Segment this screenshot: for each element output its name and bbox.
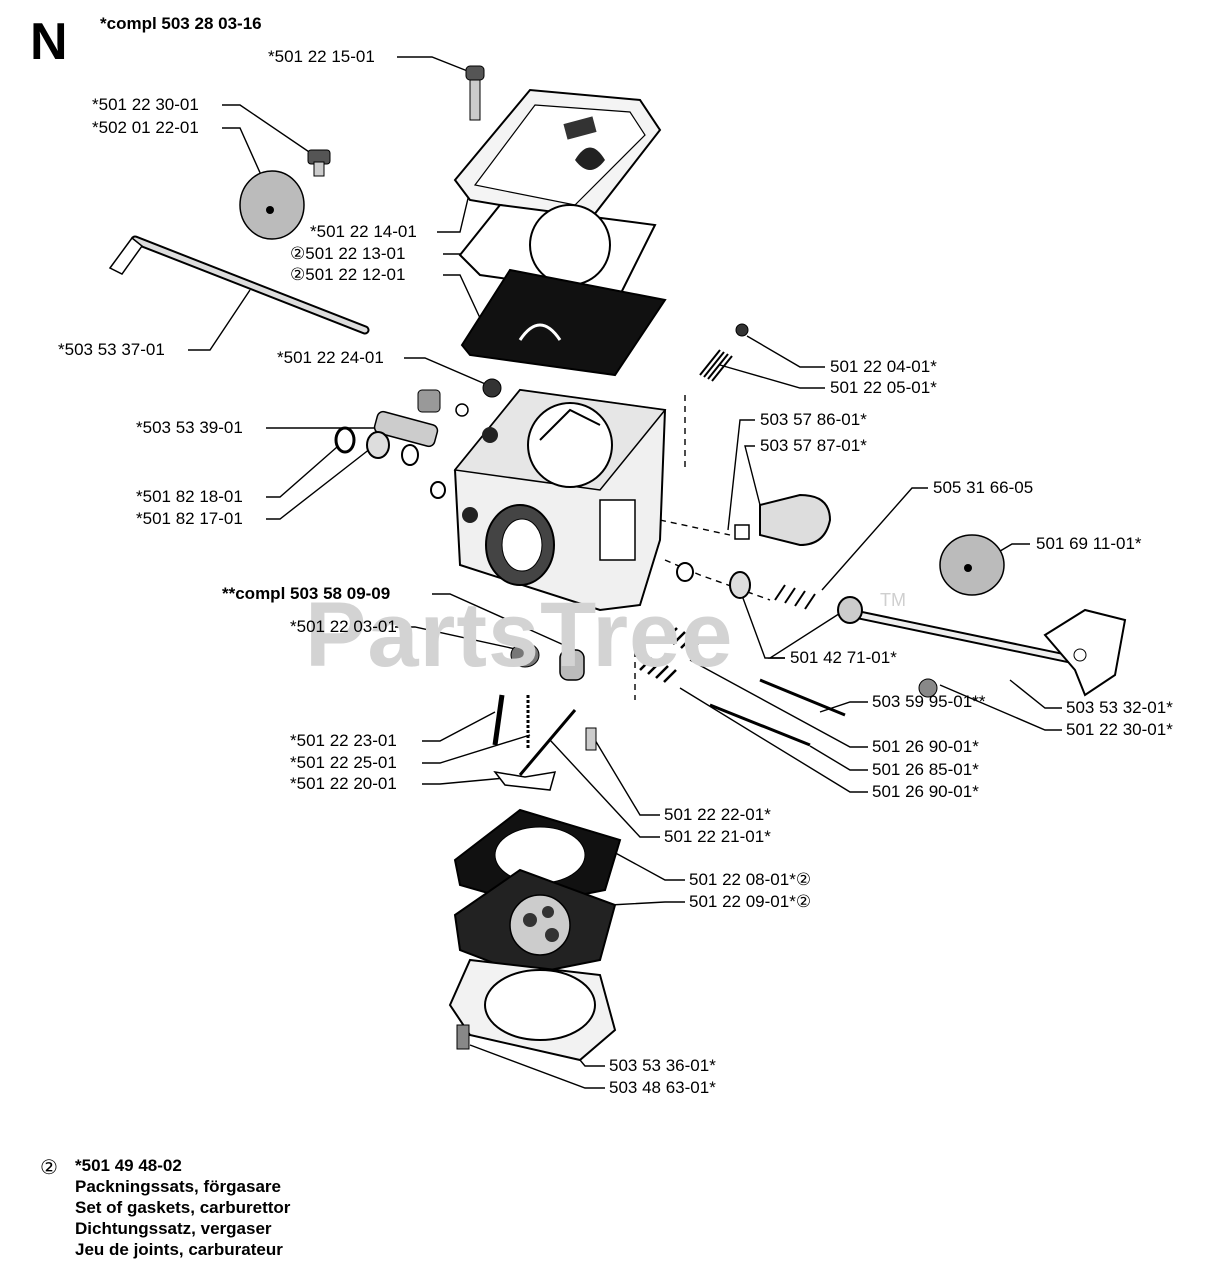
part-label[interactable]: *501 22 20-01 <box>290 774 397 793</box>
part-label[interactable]: 503 57 86-01* <box>760 410 867 429</box>
top-screw-icon <box>465 65 485 121</box>
part-label[interactable]: *501 22 24-01 <box>277 348 384 367</box>
footnote-part-number[interactable]: *501 49 48-02 <box>75 1156 182 1175</box>
part-label[interactable]: *501 22 30-01 <box>92 95 199 114</box>
part-label[interactable]: 501 26 85-01* <box>872 760 979 779</box>
footnote-text: *501 49 48-02 Packningssats, förgasare S… <box>75 1155 290 1260</box>
part-label[interactable]: 501 69 11-01* <box>1036 534 1142 553</box>
part-label[interactable]: *501 22 03-01 <box>290 617 397 636</box>
leader-lines <box>188 56 1062 1089</box>
washers-left <box>334 426 446 499</box>
part-label[interactable]: *501 22 25-01 <box>290 753 397 772</box>
part-label[interactable]: 501 22 05-01* <box>830 378 937 397</box>
part-label[interactable]: 503 59 95-01** <box>872 692 986 711</box>
part-label[interactable]: 503 48 63-01* <box>609 1078 716 1097</box>
carburetor-body <box>453 388 667 612</box>
needle-lever-pins <box>492 694 597 791</box>
part-label[interactable]: 501 22 30-01* <box>1066 720 1173 739</box>
footnote-line: Set of gaskets, carburettor <box>75 1198 291 1217</box>
pump-cover <box>448 958 617 1062</box>
part-label[interactable]: 505 31 66-05 <box>933 478 1034 497</box>
plug-and-screw <box>510 642 585 681</box>
inlet-fitting <box>373 410 439 448</box>
footnote-line: Dichtungssatz, vergaser <box>75 1219 272 1238</box>
footnote-line: Jeu de joints, carburateur <box>75 1240 283 1259</box>
section-letter: N <box>30 13 68 71</box>
throttle-plate-right <box>939 534 1005 596</box>
partstree-watermark: PartsTree <box>305 584 734 686</box>
diaphragm <box>460 268 667 377</box>
part-label[interactable]: *501 82 18-01 <box>136 487 243 506</box>
part-label[interactable]: **compl 503 58 09-09 <box>222 584 391 603</box>
assembly-title: *compl 503 28 03-16 <box>100 14 262 33</box>
part-label[interactable]: *501 22 15-01 <box>268 47 375 66</box>
part-label[interactable]: 501 22 08-01*② <box>689 870 812 889</box>
part-label[interactable]: ②501 22 13-01 <box>290 244 406 263</box>
part-label[interactable]: 501 26 90-01* <box>872 782 979 801</box>
part-label[interactable]: ②501 22 12-01 <box>290 265 406 284</box>
small-fitting <box>417 378 502 417</box>
part-label[interactable]: *503 53 39-01 <box>136 418 243 437</box>
part-label[interactable]: *501 22 14-01 <box>310 222 417 241</box>
needle-springs <box>639 627 846 747</box>
gasket-lower <box>453 808 622 907</box>
part-label[interactable]: 503 57 87-01* <box>760 436 867 455</box>
throttle-plate-left <box>239 170 305 240</box>
part-label[interactable]: *503 53 37-01 <box>58 340 165 359</box>
throttle-shaft-right <box>840 607 1127 697</box>
part-label[interactable]: 501 22 04-01* <box>830 357 937 376</box>
part-label[interactable]: *501 82 17-01 <box>136 509 243 528</box>
springs-and-washers-right <box>676 562 938 698</box>
footnote-line: Packningssats, förgasare <box>75 1177 281 1196</box>
carburetor-cover <box>453 88 662 222</box>
part-label[interactable]: 501 42 71-01* <box>790 648 897 667</box>
circled-two-icon: ② <box>40 1157 58 1179</box>
choke-shaft <box>108 235 370 335</box>
trademark-mark: TM <box>880 590 906 610</box>
part-label[interactable]: 501 26 90-01* <box>872 737 979 756</box>
part-label[interactable]: *501 22 23-01 <box>290 731 397 750</box>
part-label[interactable]: 501 22 22-01* <box>664 805 771 824</box>
adjust-knob <box>734 493 832 547</box>
part-label[interactable]: 501 22 21-01* <box>664 827 771 846</box>
pump-diaphragm <box>453 868 617 977</box>
part-label[interactable]: *502 01 22-01 <box>92 118 199 137</box>
part-label[interactable]: 503 53 36-01* <box>609 1056 716 1075</box>
screw-small-icon <box>307 149 331 177</box>
part-label[interactable]: 503 53 32-01* <box>1066 698 1173 717</box>
part-label[interactable]: 501 22 09-01*② <box>689 892 812 911</box>
ball-and-spring <box>699 323 749 382</box>
